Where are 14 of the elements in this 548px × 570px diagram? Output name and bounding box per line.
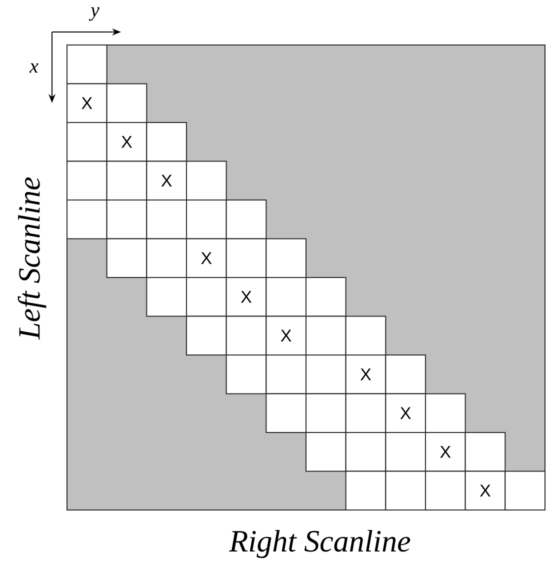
cell-mark: X xyxy=(280,330,292,342)
cell-mark: X xyxy=(400,407,411,419)
cell-mark: X xyxy=(161,174,172,186)
axis-label: y xyxy=(88,7,100,21)
axis-title: Left Scanline xyxy=(18,177,46,340)
cell-mark: X xyxy=(201,252,212,264)
cell-mark: X xyxy=(480,484,491,496)
cell-mark: X xyxy=(240,291,252,303)
cell-mark: X xyxy=(440,446,451,458)
cell-mark: X xyxy=(82,97,92,109)
cell-mark: X xyxy=(121,136,132,148)
cell-mark: X xyxy=(360,368,372,380)
axis-title: Right Scanline xyxy=(229,530,410,558)
axis-label: x xyxy=(29,63,38,73)
